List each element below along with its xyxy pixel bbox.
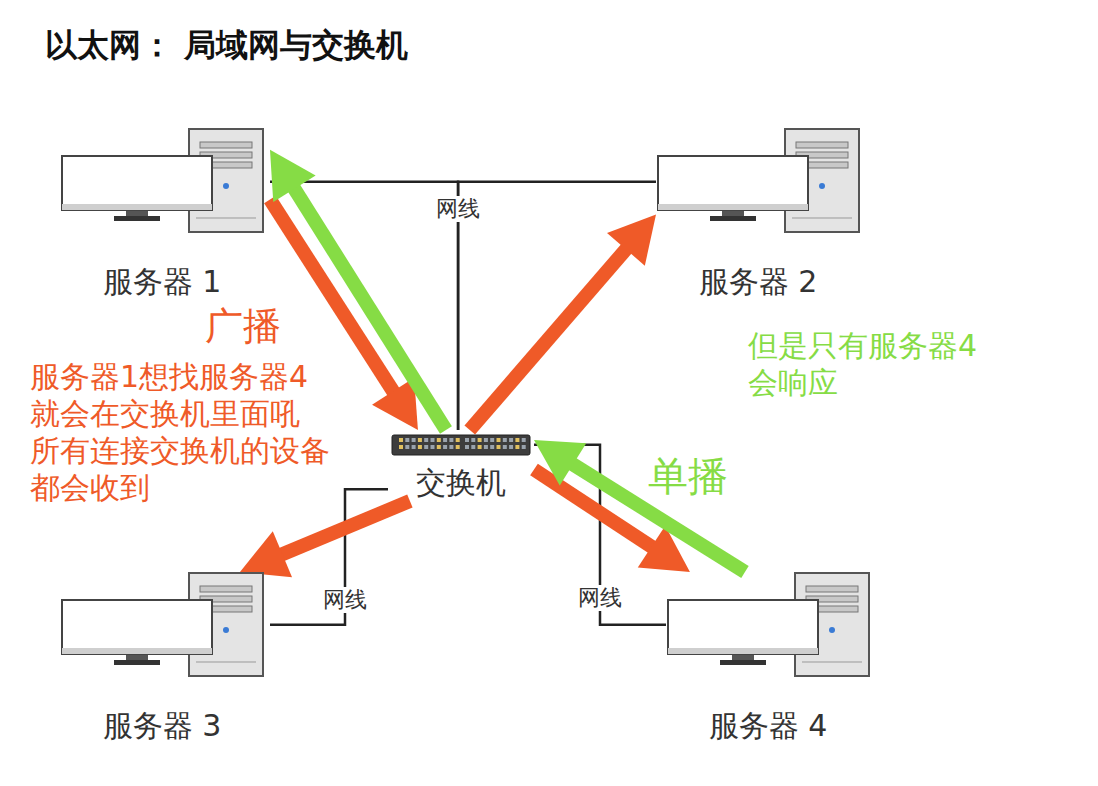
arrow-head <box>534 440 586 486</box>
switch-icon <box>391 432 531 458</box>
arrow-shaft <box>292 185 446 430</box>
server-label: 服务器 2 <box>656 264 866 300</box>
signal-arrow <box>270 200 418 430</box>
arrow-shaft <box>279 501 410 556</box>
arrow-head <box>607 215 656 266</box>
signal-arrow <box>470 215 656 430</box>
server-node: 服务器 1 <box>60 128 270 300</box>
switch-node: 交换机 <box>388 430 534 501</box>
arrow-head <box>270 150 316 202</box>
switch-ports <box>399 438 526 449</box>
server-label: 服务器 1 <box>60 264 270 300</box>
server-node: 服务器 2 <box>656 128 866 300</box>
title: 以太网： 局域网与交换机 <box>45 24 408 68</box>
cable-label: 网线 <box>433 196 483 222</box>
server-icon <box>666 572 872 678</box>
server-icon <box>656 128 862 234</box>
network-cable <box>458 182 656 430</box>
cable-label: 网线 <box>575 585 625 611</box>
server-icon <box>60 128 266 234</box>
heading-note: 广播 <box>205 303 281 349</box>
switch-label: 交换机 <box>388 465 534 501</box>
signal-arrow <box>534 440 745 572</box>
server-icon <box>60 572 266 678</box>
server-label: 服务器 3 <box>60 708 270 744</box>
heading-note: 但是只有服务器4 会响应 <box>748 327 1038 401</box>
server-label: 服务器 4 <box>666 708 876 744</box>
signal-arrow <box>240 501 410 577</box>
cable-line <box>458 182 656 430</box>
arrow-head <box>240 531 292 577</box>
arrow-shaft <box>470 246 629 430</box>
note-text: 单播 <box>648 452 728 500</box>
server-node: 服务器 3 <box>60 572 270 744</box>
cable-label: 网线 <box>320 587 370 613</box>
server-node: 服务器 4 <box>666 572 876 744</box>
note-text: 服务器1想找服务器4 就会在交换机里面吼 所有连接交换机的设备 都会收到 <box>30 358 350 506</box>
